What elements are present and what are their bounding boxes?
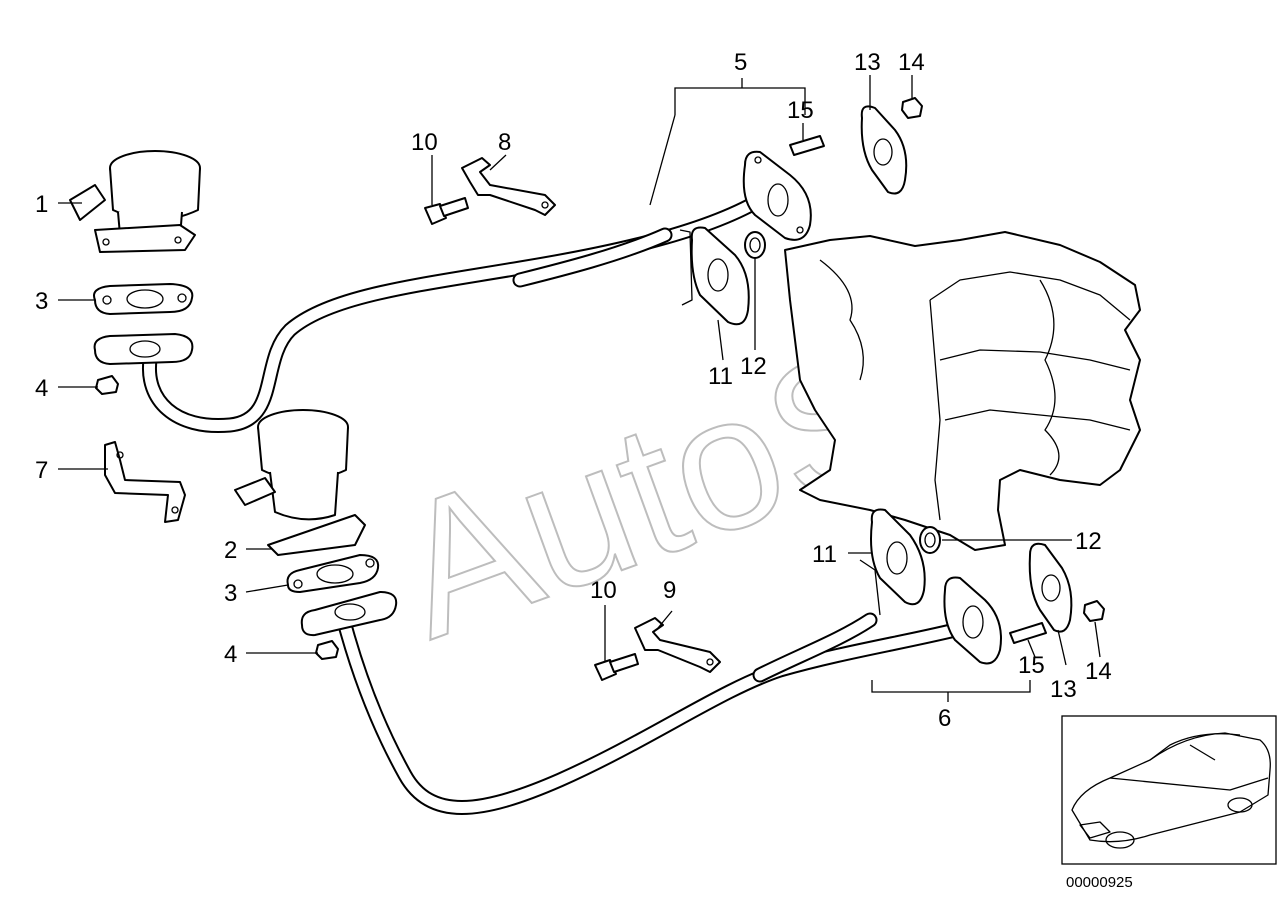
pipe-lower (337, 612, 983, 815)
callout-13-lower: 13 (1050, 676, 1077, 703)
callout-10-lower: 10 (590, 577, 617, 604)
callout-8: 8 (498, 129, 511, 156)
valve-lower (234, 409, 366, 556)
callout-labels: 1 3 4 7 2 3 4 5 6 8 9 10 10 11 11 12 12 … (35, 49, 1112, 732)
callout-4-lower: 4 (224, 641, 237, 668)
pipe-upper (141, 192, 768, 434)
vehicle-thumbnail (1061, 715, 1277, 865)
callout-11-upper: 11 (708, 363, 733, 390)
callout-1: 1 (35, 191, 48, 218)
gasket-13-lower (1028, 542, 1073, 633)
catalog-number: 00000925 (1066, 874, 1133, 891)
bolt-10-lower (594, 653, 639, 681)
bracket-7 (104, 441, 186, 523)
callout-13-upper: 13 (854, 49, 881, 76)
gasket-13-upper (860, 105, 908, 195)
ring-12-lower (919, 526, 941, 554)
flange-upper (93, 333, 194, 365)
flange-11-lower (859, 508, 926, 616)
engine-block (784, 231, 1141, 551)
pipe-flange-5 (742, 150, 812, 241)
gasket-lower (286, 554, 380, 593)
bracket-8 (461, 157, 556, 216)
callout-9: 9 (663, 577, 676, 604)
callout-5: 5 (734, 49, 747, 76)
pipe-flange-6 (943, 576, 1002, 665)
callout-6: 6 (938, 705, 951, 732)
callout-7: 7 (35, 457, 48, 484)
valve-upper (69, 150, 201, 253)
callout-12-upper: 12 (740, 353, 767, 380)
nut-14-upper (901, 97, 923, 119)
stud-15-upper (789, 135, 825, 156)
nut-upper (95, 375, 119, 395)
flange-lower (300, 591, 398, 637)
leader-lines (58, 75, 1101, 702)
bracket-9 (634, 617, 721, 673)
callout-11-lower: 11 (812, 541, 837, 568)
callout-3-lower: 3 (224, 580, 237, 607)
callout-15-upper: 15 (787, 97, 814, 124)
callout-10-upper: 10 (411, 129, 438, 156)
stud-15-lower (1009, 622, 1047, 644)
callout-2: 2 (224, 537, 237, 564)
flange-11-upper (679, 226, 750, 326)
callout-15-lower: 15 (1018, 652, 1045, 679)
nut-lower (315, 640, 339, 660)
nut-14-lower (1083, 600, 1105, 622)
gasket-upper (93, 283, 194, 315)
callout-14-upper: 14 (898, 49, 925, 76)
callout-12-lower: 12 (1075, 528, 1102, 555)
callout-4-upper: 4 (35, 375, 48, 402)
callout-14-lower: 14 (1085, 658, 1112, 685)
ring-12-upper (744, 231, 766, 259)
callout-3-upper: 3 (35, 288, 48, 315)
bolt-10-upper (424, 197, 469, 225)
